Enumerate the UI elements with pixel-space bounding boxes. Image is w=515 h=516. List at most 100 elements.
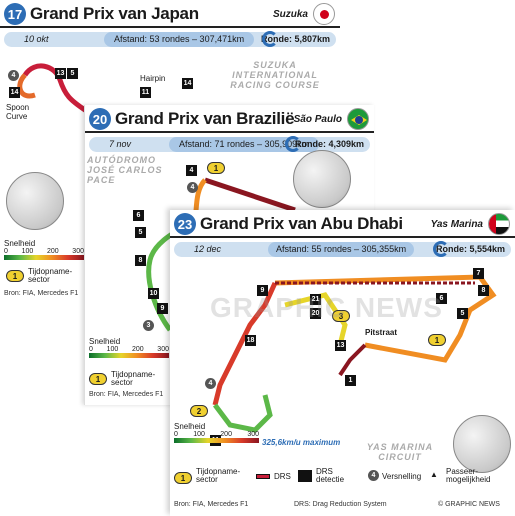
japan-city: Suzuka <box>272 9 308 20</box>
japan-corner-marker: 14 <box>9 87 20 98</box>
brazil-gear-icon: 3 <box>143 320 154 331</box>
abudhabi-drs-footnote: DRS: Drag Reduction System <box>294 501 387 508</box>
japan-speed-tick: 0 <box>4 248 8 255</box>
abudhabi-corner-marker: 21 <box>310 294 321 305</box>
abudhabi-max-speed: 325,6km/u maximum <box>262 438 341 447</box>
japan-round-number: 17 <box>4 3 26 25</box>
abudhabi-speed-tick: 300 <box>247 431 259 438</box>
japan-date: 10 okt <box>24 34 49 44</box>
abudhabi-copyright: © GRAPHIC NEWS <box>438 501 500 508</box>
abudhabi-drs-label: DRS <box>274 472 291 481</box>
abudhabi-sector-icon: 2 <box>190 405 208 417</box>
japan-circuit-name: SUZUKA INTERNATIONAL RACING COURSE <box>230 60 320 90</box>
abudhabi-pitlane-label: Pitstraat <box>365 328 398 337</box>
abudhabi-direction-icon <box>433 241 449 257</box>
abudhabi-corner-marker: 18 <box>245 335 256 346</box>
japan-source: Bron: FIA, Mercedes F1 <box>4 290 79 297</box>
brazil-gear-icon: 4 <box>187 182 198 193</box>
japan-speed-label: Snelheid <box>4 239 36 248</box>
brazil-speed-tick: 0 <box>89 346 93 353</box>
abudhabi-sector-icon: 1 <box>428 334 446 346</box>
brazil-corner-marker: 10 <box>148 288 159 299</box>
brazil-city: São Paulo <box>293 114 342 125</box>
japan-direction-icon <box>262 31 278 47</box>
brazil-speed-label: Snelheid <box>89 337 121 346</box>
abudhabi-info-bar: 12 dec Afstand: 55 rondes – 305,355km Ro… <box>174 242 511 257</box>
brazil-speed-tick: 100 <box>106 346 119 353</box>
abudhabi-speed-legend: Snelheid 0 100 200 300 <box>174 422 259 443</box>
brazil-distance: Afstand: 71 rondes – 305,909km <box>169 137 320 152</box>
abudhabi-globe <box>453 415 511 473</box>
japan-info-bar: 10 okt Afstand: 53 rondes – 307,471km Ro… <box>4 32 336 47</box>
abudhabi-corner-marker: 8 <box>478 285 489 296</box>
japan-lap-length: Ronde: 5,807km <box>260 34 330 44</box>
abudhabi-distance: Afstand: 55 rondes – 305,355km <box>268 242 415 257</box>
abudhabi-date: 12 dec <box>194 244 222 254</box>
abudhabi-overtake-icon: ▲ <box>430 470 438 479</box>
abudhabi-gear-legend-icon: 4 <box>368 470 379 481</box>
japan-speed-tick: 300 <box>72 248 84 255</box>
brazil-circuit-name: AUTÓDROMO JOSÉ CARLOS PACE <box>87 155 163 185</box>
abudhabi-header: 23 Grand Prix van Abu Dhabi Yas Marina <box>170 210 515 238</box>
japan-sector-icon: 1 <box>6 270 24 282</box>
abudhabi-city: Yas Marina <box>430 219 483 230</box>
abudhabi-corner-marker: 6 <box>436 293 447 304</box>
abudhabi-drs-detect-label: DRS detectie <box>316 467 345 484</box>
japan-track-map <box>17 63 100 123</box>
japan-corner-marker: 5 <box>67 68 78 79</box>
japan-speed-tick: 100 <box>21 248 34 255</box>
brazil-direction-icon <box>285 136 301 152</box>
abudhabi-speed-tick: 100 <box>193 431 205 438</box>
abudhabi-flag-icon <box>488 213 510 235</box>
abudhabi-speed-bar <box>174 438 259 443</box>
abudhabi-lap-length: Ronde: 5,554km <box>435 244 505 254</box>
watermark: GRAPHIC NEWS <box>210 292 443 323</box>
abudhabi-round-number: 23 <box>174 213 196 235</box>
brazil-globe <box>293 150 351 208</box>
japan-corner-marker: 13 <box>55 68 66 79</box>
japan-flag-icon <box>313 3 335 25</box>
japan-speed-bar <box>4 255 84 260</box>
abudhabi-corner-marker: 13 <box>335 340 346 351</box>
brazil-speed-tick: 300 <box>157 346 169 353</box>
abudhabi-gear-icon: 4 <box>205 378 216 389</box>
abudhabi-circuit-name: YAS MARINA CIRCUIT <box>366 442 434 462</box>
japan-speed-tick: 200 <box>46 248 59 255</box>
japan-header: 17 Grand Prix van Japan Suzuka <box>0 0 340 28</box>
abudhabi-source: Bron: FIA, Mercedes F1 <box>174 501 249 508</box>
brazil-date: 7 nov <box>109 139 132 149</box>
brazil-round-number: 20 <box>89 108 111 130</box>
brazil-title: Grand Prix van Brazilië <box>115 109 295 128</box>
abudhabi-sector-legend-icon: 1 <box>174 472 192 484</box>
abudhabi-panel: 23 Grand Prix van Abu Dhabi Yas Marina 1… <box>170 210 515 516</box>
brazil-sector-label: Tijdopname- sector <box>111 370 156 387</box>
japan-distance: Afstand: 53 rondes – 307,471km <box>104 32 255 47</box>
abudhabi-title: Grand Prix van Abu Dhabi <box>200 214 403 233</box>
abudhabi-corner-marker: 9 <box>257 285 268 296</box>
brazil-flag-icon <box>347 108 369 130</box>
japan-corner-marker: 11 <box>140 87 151 98</box>
abudhabi-overtake-label: Passeer- mogelijkheid <box>446 467 491 484</box>
abudhabi-drs-swatch <box>256 474 270 479</box>
abudhabi-sector-icon: 3 <box>332 310 350 322</box>
japan-speed-legend: Snelheid 0 100 200 300 <box>4 239 84 260</box>
brazil-corner-marker: 8 <box>135 255 146 266</box>
japan-hairpin-label: Hairpin <box>140 74 166 83</box>
brazil-speed-tick: 200 <box>131 346 144 353</box>
abudhabi-corner-marker: 1 <box>345 375 356 386</box>
abudhabi-speed-tick: 0 <box>174 431 178 438</box>
japan-spoon-label: Spoon Curve <box>6 103 30 121</box>
japan-title: Grand Prix van Japan <box>30 4 199 23</box>
brazil-sector-icon: 1 <box>207 162 225 174</box>
brazil-source: Bron: FIA, Mercedes F1 <box>89 391 164 398</box>
abudhabi-drs-detect-icon <box>298 470 312 482</box>
abudhabi-speed-label: Snelheid <box>174 422 206 431</box>
abudhabi-gear-label: Versnelling <box>382 472 422 481</box>
abudhabi-speed-tick: 200 <box>220 431 232 438</box>
brazil-corner-marker: 4 <box>186 165 197 176</box>
japan-globe <box>6 172 64 230</box>
brazil-corner-marker: 9 <box>157 303 168 314</box>
abudhabi-corner-marker: 20 <box>310 308 321 319</box>
brazil-corner-marker: 6 <box>133 210 144 221</box>
brazil-corner-marker: 5 <box>135 227 146 238</box>
